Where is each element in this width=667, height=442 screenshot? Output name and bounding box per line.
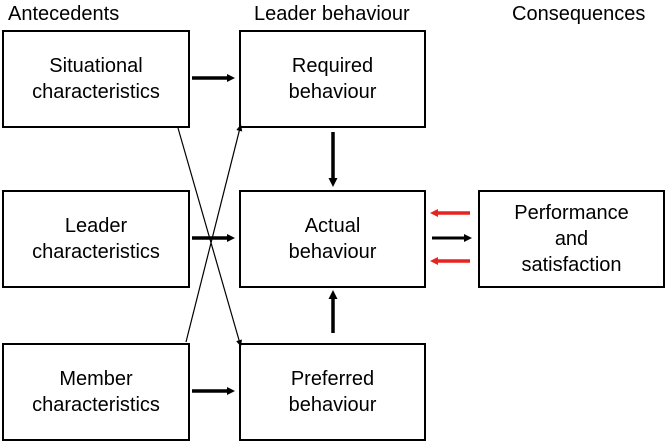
box-actual-line-2: behaviour <box>288 241 377 263</box>
arrow-required-to-actual <box>328 132 338 187</box>
arrow-leader-to-actual <box>192 234 235 242</box>
box-performance-line-3: satisfaction <box>521 254 622 276</box>
box-required-line-2: behaviour <box>288 81 377 103</box>
header-consequences: Consequences <box>512 3 646 25</box>
arrow-required-to-actual-head <box>328 178 338 187</box>
box-leader-line-1: Leader <box>64 215 128 237</box>
box-performance-line-2: and <box>554 228 589 250</box>
arrow-actual-to-performance-head <box>464 234 472 242</box>
box-situational-characteristics: Situational characteristics <box>2 30 190 128</box>
arrow-member-to-preferred-head <box>227 387 235 395</box>
box-leader-characteristics: Leader characteristics <box>2 190 190 288</box>
arrow-member-to-preferred <box>192 387 235 395</box>
box-preferred-behaviour: Preferred behaviour <box>239 343 426 441</box>
arrow-actual-to-performance <box>432 234 472 242</box>
arrow-feedback-upper-head <box>430 209 438 217</box>
arrow-situational-to-required-head <box>227 74 235 82</box>
box-actual-line-1: Actual <box>304 215 361 237</box>
header-leader-behaviour: Leader behaviour <box>254 3 410 25</box>
arrow-member-to-required <box>185 124 243 343</box>
arrow-member-to-required-shaft <box>185 129 241 343</box>
arrow-feedback-upper <box>430 209 470 217</box>
box-situational-line-2: characteristics <box>32 81 160 103</box>
box-member-characteristics: Member characteristics <box>2 343 190 441</box>
box-required-behaviour: Required behaviour <box>239 30 426 128</box>
box-preferred-line-2: behaviour <box>288 394 377 416</box>
box-member-line-2: characteristics <box>32 394 160 416</box>
box-preferred-line-1: Preferred <box>290 368 375 390</box>
box-member-line-1: Member <box>59 368 133 390</box>
arrow-leader-to-actual-head <box>227 234 235 242</box>
box-situational-line-1: Situational <box>49 55 143 77</box>
arrow-feedback-lower-head <box>430 257 438 265</box>
box-performance-line-1: Performance <box>514 202 629 224</box>
header-antecedents: Antecedents <box>8 3 120 25</box>
box-required-line-1: Required <box>291 55 374 77</box>
box-performance-and-satisfaction: Performance and satisfaction <box>478 190 665 288</box>
arrow-preferred-to-actual-head <box>328 290 338 299</box>
arrow-feedback-lower <box>430 257 470 265</box>
box-leader-line-2: characteristics <box>32 241 160 263</box>
arrow-situational-to-required <box>192 74 235 82</box>
arrow-preferred-to-actual <box>328 290 338 333</box>
box-actual-behaviour: Actual behaviour <box>239 190 426 288</box>
